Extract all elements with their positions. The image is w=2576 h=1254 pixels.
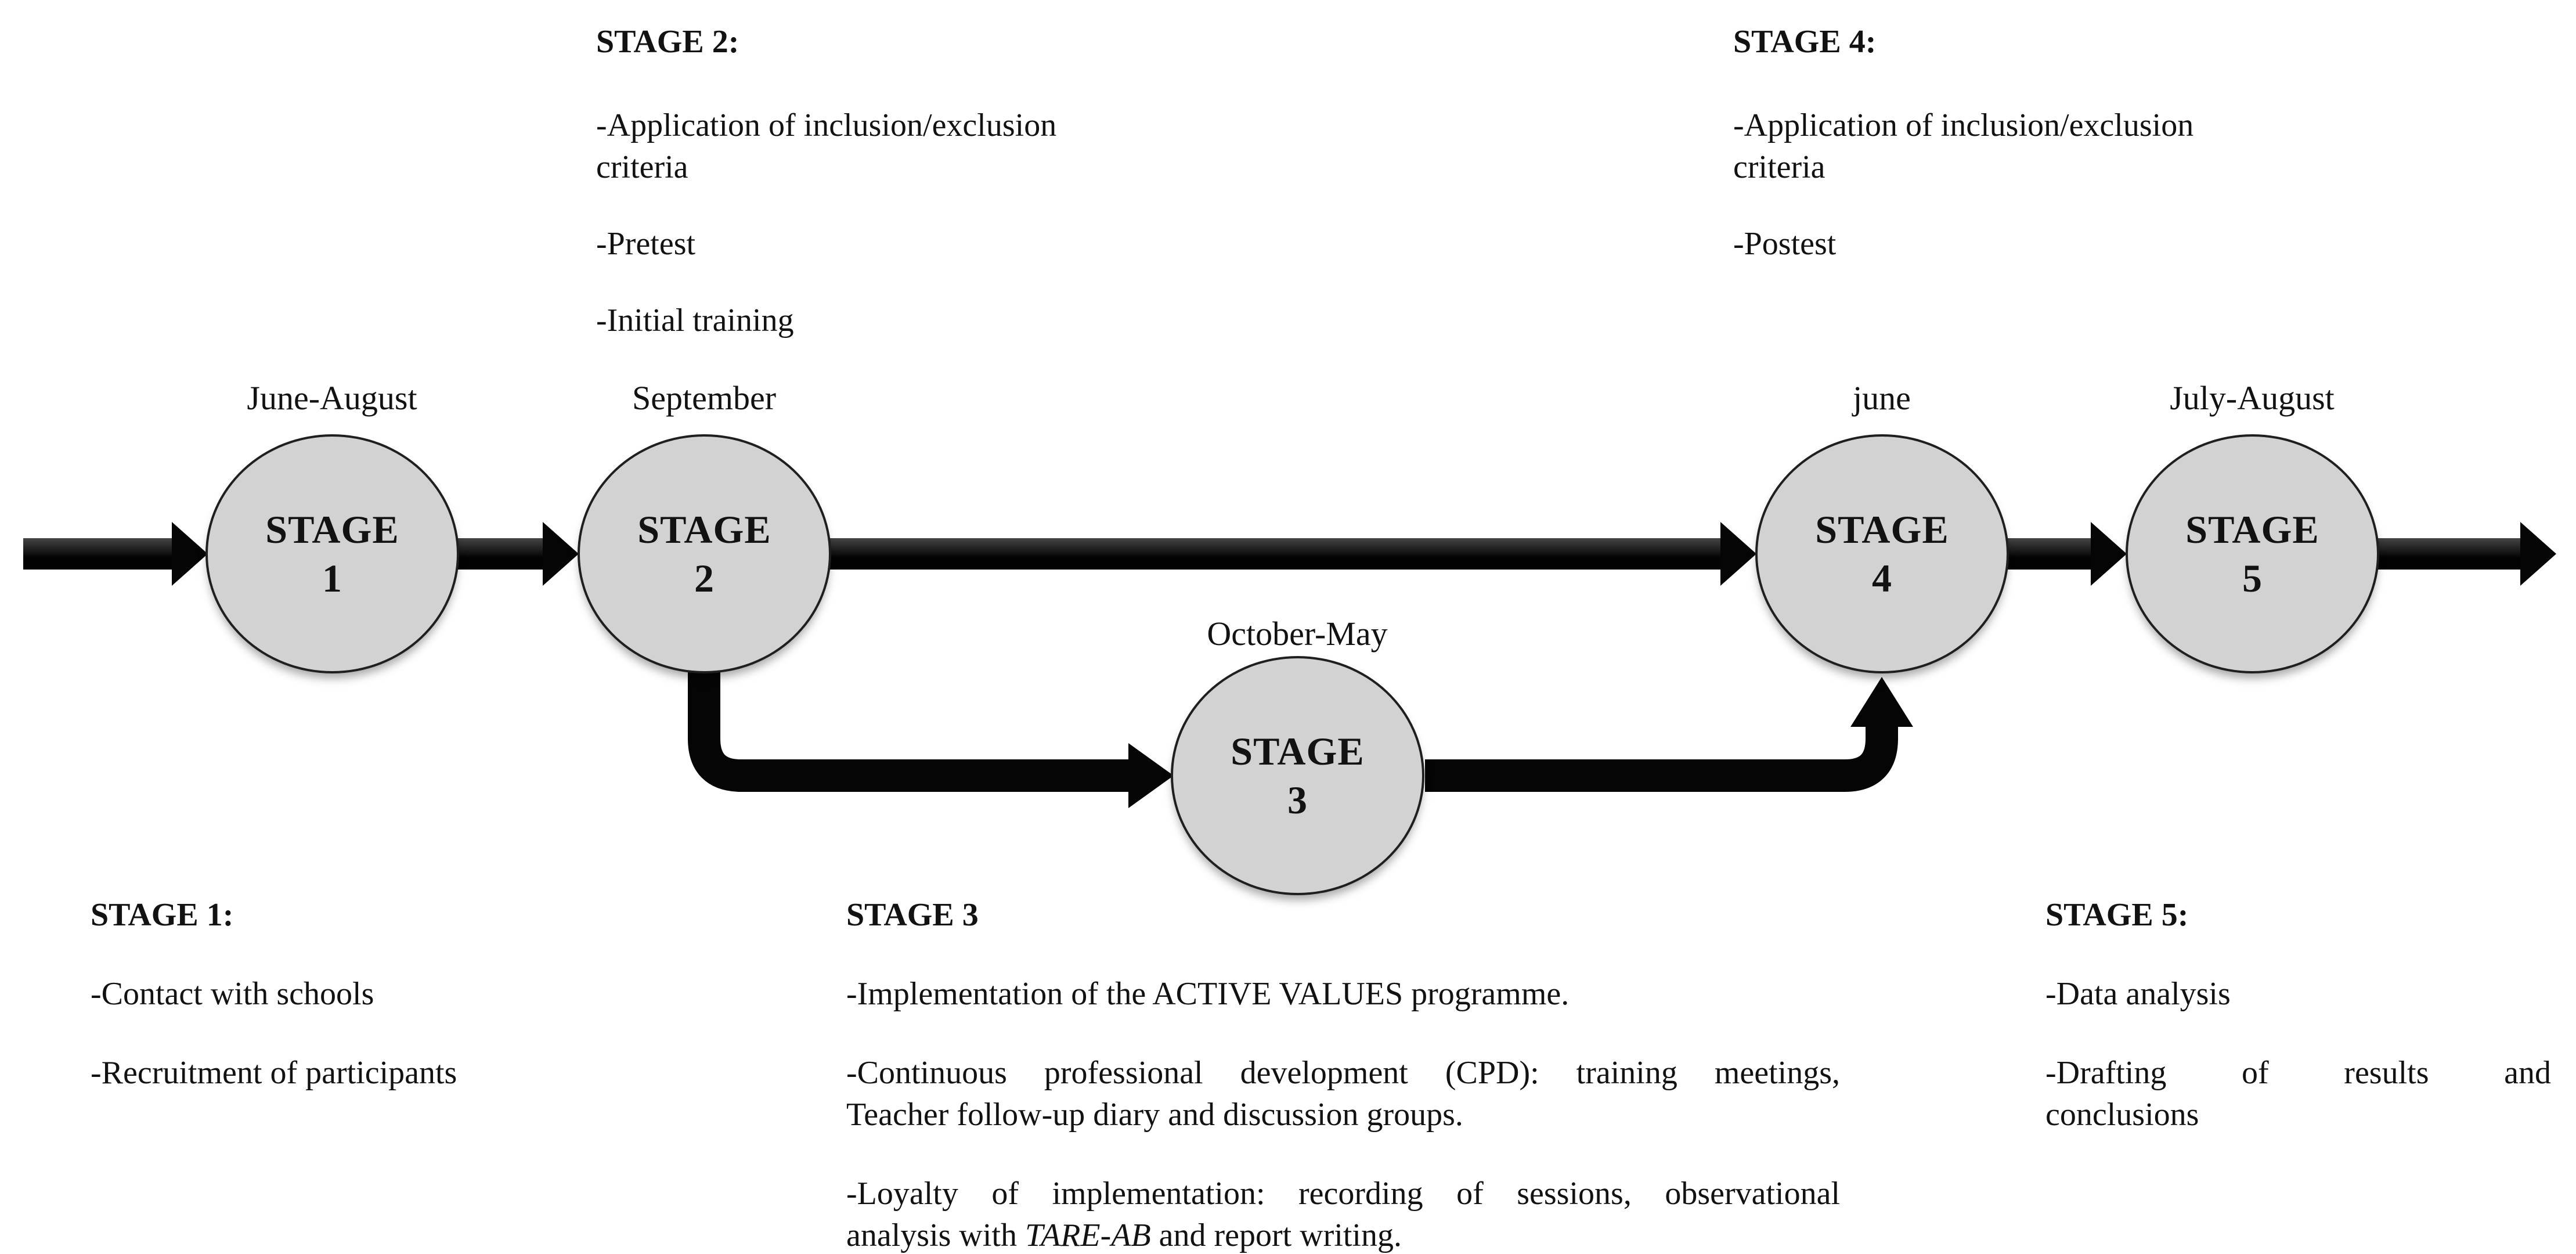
arrow-stage2-to-stage3-head-icon <box>1128 743 1174 808</box>
stage1-notes-block: STAGE 1: -Contact with schools -Recruitm… <box>91 894 648 1094</box>
arrow-stage3-to-stage4-elbow <box>1425 727 1898 792</box>
stage2-notes-line: criteria <box>596 149 688 185</box>
stage3-notes-line: -Continuous professional development (CP… <box>846 1055 1840 1091</box>
stage3-notes-line: Teacher follow-up diary and discussion g… <box>846 1097 1463 1133</box>
stage1-notes-item: -Recruitment of participants <box>91 1052 648 1094</box>
stage3-notes-block: STAGE 3 -Implementation of the ACTIVE VA… <box>846 894 1840 1254</box>
stage1-notes-line: -Recruitment of participants <box>91 1055 457 1091</box>
stage5-notes-item: -Drafting of results and conclusions <box>2045 1052 2551 1136</box>
arrow-stage2-to-stage3-elbow <box>688 666 1128 792</box>
stage4-node: STAGE 4 <box>1755 434 2009 673</box>
stage4-notes-line: -Application of inclusion/exclusion <box>1733 107 2194 143</box>
stage5-node-label: STAGE <box>2185 507 2319 552</box>
stage3-notes-heading: STAGE 3 <box>846 897 979 933</box>
stage4-notes-item: -Postest <box>1733 223 2256 265</box>
stage2-month-label: September <box>632 379 777 417</box>
arrow-stage1-to-stage2-shaft <box>454 538 544 570</box>
stage3-notes-item: -Continuous professional development (CP… <box>846 1052 1840 1136</box>
stage4-node-label: STAGE <box>1815 507 1949 552</box>
stage5-month-label: July-August <box>2170 379 2335 417</box>
stage5-notes-heading: STAGE 5: <box>2045 897 2189 933</box>
arrow-stage5-to-end-shaft <box>2376 538 2521 570</box>
stage2-notes-item: -Pretest <box>596 223 1119 265</box>
stage3-notes-line: -Loyalty of implementation: recording of… <box>846 1176 1840 1212</box>
arrow-stage4-to-stage5-head-icon <box>2091 522 2127 586</box>
stage1-notes-item: -Contact with schools <box>91 973 648 1015</box>
stage1-notes-line: -Contact with schools <box>91 976 374 1012</box>
arrow-stage4-to-stage5-shaft <box>2006 538 2092 570</box>
stage3-month-label: October-May <box>1207 615 1388 653</box>
stage5-notes-block: STAGE 5: -Data analysis -Drafting of res… <box>2045 894 2551 1136</box>
stage1-node: STAGE 1 <box>205 434 459 673</box>
stage3-notes-line-segment: and report writing. <box>1150 1217 1402 1253</box>
stage1-node-label: STAGE <box>265 507 399 552</box>
stage5-node: STAGE 5 <box>2126 434 2379 673</box>
stage4-notes-heading: STAGE 4: <box>1733 24 1877 60</box>
stage2-notes-line: -Pretest <box>596 226 696 262</box>
stage5-node-number: 5 <box>2242 556 2263 600</box>
stage3-notes-line: analysis with TARE-AB and report writing… <box>846 1215 1840 1254</box>
stage5-notes-line: conclusions <box>2045 1097 2199 1133</box>
stage1-month-label: June-August <box>247 379 417 417</box>
arrow-start-to-stage1-shaft <box>23 538 173 570</box>
stage2-node: STAGE 2 <box>578 434 831 673</box>
stage2-notes-line: -Application of inclusion/exclusion <box>596 107 1057 143</box>
stage3-notes-line: -Implementation of the ACTIVE VALUES pro… <box>846 976 1570 1012</box>
stage3-notes-item: -Loyalty of implementation: recording of… <box>846 1173 1840 1254</box>
stage1-notes-heading: STAGE 1: <box>91 897 234 933</box>
stage3-notes-line-segment: analysis with <box>846 1217 1025 1253</box>
stage2-notes-heading: STAGE 2: <box>596 24 739 60</box>
stage2-notes-item: -Initial training <box>596 300 1119 341</box>
arrow-stage2-to-stage4-head-icon <box>1720 522 1756 586</box>
stage3-node-label: STAGE <box>1231 729 1365 773</box>
stage1-node-number: 1 <box>322 556 342 600</box>
arrow-stage5-to-end-head-icon <box>2520 522 2556 586</box>
stage2-node-number: 2 <box>694 556 715 600</box>
stage3-node: STAGE 3 <box>1171 656 1424 895</box>
tare-ab-italic-term: TARE-AB <box>1024 1217 1151 1253</box>
stage4-notes-line: -Postest <box>1733 226 1837 262</box>
stage2-node-label: STAGE <box>637 507 771 552</box>
arrow-start-to-stage1-head-icon <box>172 522 208 586</box>
stage5-notes-line: -Drafting of results and <box>2045 1055 2551 1091</box>
stage4-notes-line: criteria <box>1733 149 1825 185</box>
stage2-notes-item: -Application of inclusion/exclusion crit… <box>596 105 1119 188</box>
stage4-notes-block: STAGE 4: -Application of inclusion/exclu… <box>1733 21 2256 265</box>
stage3-notes-item: -Implementation of the ACTIVE VALUES pro… <box>846 973 1840 1015</box>
stage4-node-number: 4 <box>1872 556 1892 600</box>
stage2-notes-block: STAGE 2: -Application of inclusion/exclu… <box>596 21 1119 341</box>
arrow-stage3-to-stage4-head-icon <box>1850 677 1913 727</box>
arrow-stage2-to-stage4-shaft <box>828 538 1722 570</box>
stage2-notes-line: -Initial training <box>596 302 794 338</box>
arrow-stage1-to-stage2-head-icon <box>543 522 579 586</box>
stage3-node-number: 3 <box>1287 778 1308 822</box>
stage5-notes-item: -Data analysis <box>2045 973 2551 1015</box>
stage4-month-label: june <box>1853 379 1911 417</box>
stage5-notes-line: -Data analysis <box>2045 976 2231 1012</box>
stage4-notes-item: -Application of inclusion/exclusion crit… <box>1733 105 2256 188</box>
